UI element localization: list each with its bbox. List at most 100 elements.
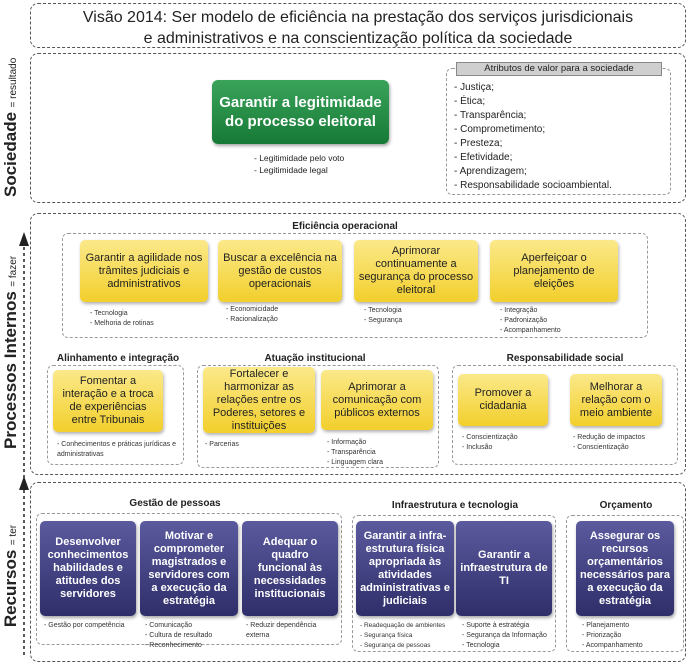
- arrow-processos-head: [19, 232, 29, 246]
- objective-meio-ambiente-text: Melhorar a relação com o meio ambiente: [579, 380, 653, 419]
- bullet: Transparência: [327, 448, 383, 458]
- atuacao-group: [197, 365, 439, 468]
- bullet: Inclusão: [462, 443, 518, 453]
- objective-planejamento-text: Aperfeiçoar o planejamento de eleições: [513, 251, 595, 290]
- bullet: Melhoria de rotinas: [90, 319, 154, 329]
- objective-seguranca-bullets: Tecnologia Segurança: [364, 306, 402, 326]
- orcamento-group: [566, 515, 684, 652]
- bullet: Acompanhamento: [500, 326, 561, 336]
- recursos-section: [30, 482, 686, 662]
- bullet: Padronização: [500, 316, 561, 326]
- bullet: Segurança: [364, 316, 402, 326]
- bullet: Comunicação: [145, 621, 212, 631]
- attribute-item: Ética;: [454, 95, 612, 109]
- attribute-item: Presteza;: [454, 137, 612, 151]
- bullet: Conhecimentos e práticas jurídicas e adm…: [57, 440, 182, 460]
- bullet: Parcerias: [205, 440, 239, 450]
- objective-desenvolver: Desenvolver conhecimentos habilidades e …: [40, 521, 136, 616]
- objective-interacao-bullets: Conhecimentos e práticas jurídicas e adm…: [57, 440, 182, 460]
- vision-line-1: Visão 2014: Ser modelo de eficiência na …: [82, 9, 634, 26]
- bullet: Reduzir dependência externa: [246, 621, 338, 641]
- attributes-title: Atributos de valor para a sociedade: [456, 62, 662, 76]
- objective-cidadania-text: Promover a cidadania: [474, 387, 532, 412]
- objective-comunicacao-text: Aprimorar a comunicação com públicos ext…: [332, 380, 422, 419]
- objective-cidadania: Promover a cidadania: [458, 374, 548, 426]
- objective-legitimidade-bullets: Legitimidade pelo voto Legitimidade lega…: [254, 152, 344, 176]
- bullet: Integração: [500, 306, 561, 316]
- bullet: Legitimidade legal: [254, 164, 344, 176]
- objective-adequar: Adequar o quadro funcional às necessidad…: [242, 521, 338, 616]
- objective-infra-ti-bullets: Suporte à estratégia Segurança da Inform…: [462, 621, 547, 651]
- bullet: Segurança de pessoas: [360, 641, 445, 651]
- objective-comunicacao-bullets: Informação Transparência Linguagem clara: [327, 438, 383, 468]
- objective-interacao-text: Fomentar a interação e a troca de experi…: [62, 375, 154, 426]
- attribute-item: Comprometimento;: [454, 123, 612, 137]
- objective-fortalecer: Fortalecer e harmonizar as relações entr…: [203, 367, 315, 433]
- objective-cidadania-bullets: Conscientização Inclusão: [462, 433, 518, 453]
- vision-line-2: e administrativos e na conscientização p…: [143, 30, 573, 47]
- objective-meio-ambiente: Melhorar a relação com o meio ambiente: [570, 374, 662, 426]
- sociedade-section: [30, 53, 686, 203]
- objective-orcamento: Assegurar os recursos orçamentários nece…: [576, 521, 674, 616]
- objective-infra-fisica-text: Garantir a infra-estrutura física apropr…: [360, 529, 450, 607]
- objective-adequar-text: Adequar o quadro funcional às necessidad…: [253, 536, 327, 600]
- objective-meio-ambiente-bullets: Redução de impactos Conscientização: [573, 433, 645, 453]
- objective-seguranca: Aprimorar continuamente a segurança do p…: [354, 240, 478, 302]
- eficiencia-group: [62, 233, 648, 338]
- infra-title: Infraestrutura e tecnologia: [391, 500, 519, 511]
- objective-motivar: Motivar e comprometer magistrados e serv…: [140, 521, 238, 616]
- objective-agilidade: Garantir a agilidade nos trâmites judici…: [80, 240, 208, 302]
- objective-legitimidade-text: Garantir a legitimidade do processo elei…: [219, 94, 382, 130]
- objective-planejamento-bullets: Integração Padronização Acompanhamento: [500, 306, 561, 336]
- bullet: Acompanhamento: [582, 641, 643, 651]
- objective-motivar-text: Motivar e comprometer magistrados e serv…: [148, 529, 230, 607]
- left-arrows: [19, 232, 29, 655]
- objective-orcamento-text: Assegurar os recursos orçamentários nece…: [580, 529, 670, 607]
- orcamento-title: Orçamento: [599, 500, 653, 511]
- attribute-item: Efetividade;: [454, 151, 612, 165]
- objective-adequar-bullets: Reduzir dependência externa: [246, 621, 338, 641]
- infra-group: [352, 515, 556, 652]
- bullet: Tecnologia: [462, 641, 547, 651]
- bullet: Planejamento: [582, 621, 643, 631]
- attribute-item: Justiça;: [454, 81, 612, 95]
- objective-legitimidade: Garantir a legitimidade do processo elei…: [212, 80, 389, 144]
- objective-seguranca-text: Aprimorar continuamente a segurança do p…: [358, 245, 474, 296]
- objective-custos: Buscar a excelência na gestão de custos …: [218, 240, 342, 302]
- bullet: Segurança da Informação: [462, 631, 547, 641]
- alinhamento-title: Alinhamento e integração: [56, 353, 180, 364]
- bullet: Legitimidade pelo voto: [254, 152, 344, 164]
- objective-custos-text: Buscar a excelência na gestão de custos …: [223, 251, 337, 290]
- objective-agilidade-bullets: Tecnologia Melhoria de rotinas: [90, 309, 154, 329]
- bullet: Redução de impactos: [573, 433, 645, 443]
- alinhamento-group: [47, 365, 184, 465]
- objective-desenvolver-text: Desenvolver conhecimentos habilidades e …: [47, 536, 129, 600]
- bullet: Economicidade: [226, 305, 278, 315]
- bullet: Segurança física: [360, 631, 445, 641]
- attributes-list: Justiça; Ética; Transparência; Compromet…: [454, 81, 612, 193]
- objective-infra-ti: Garantir a infraestrutura de TI: [456, 521, 552, 616]
- attribute-item: Transparência;: [454, 109, 612, 123]
- objective-fortalecer-bullets: Parcerias: [205, 440, 239, 450]
- vision-box: Visão 2014: Ser modelo de eficiência na …: [30, 3, 686, 48]
- objective-comunicacao: Aprimorar a comunicação com públicos ext…: [321, 370, 433, 430]
- bullet: Readequação de ambientes: [360, 621, 445, 631]
- processos-section: [30, 213, 686, 475]
- bullet: Reconhecimento: [145, 641, 212, 651]
- attribute-item: Responsabilidade socioambiental.: [454, 179, 612, 193]
- objective-infra-ti-text: Garantir a infraestrutura de TI: [460, 549, 548, 587]
- bullet: Suporte à estratégia: [462, 621, 547, 631]
- bullet: Tecnologia: [90, 309, 154, 319]
- eficiencia-title: Eficiência operacional: [292, 221, 398, 232]
- bullet: Conscientização: [573, 443, 645, 453]
- objective-infra-fisica: Garantir a infra-estrutura física apropr…: [356, 521, 454, 616]
- pessoas-title: Gestão de pessoas: [129, 498, 221, 509]
- atuacao-title: Atuação institucional: [264, 353, 366, 364]
- bullet: Gestão por competência: [44, 621, 124, 631]
- objective-interacao: Fomentar a interação e a troca de experi…: [53, 370, 163, 432]
- objective-motivar-bullets: Comunicação Cultura de resultado Reconhe…: [145, 621, 212, 651]
- objective-agilidade-text: Garantir a agilidade nos trâmites judici…: [85, 251, 203, 290]
- bullet: Conscientização: [462, 433, 517, 443]
- objective-custos-bullets: Economicidade Racionalização: [226, 305, 278, 325]
- responsabilidade-group: [452, 365, 678, 465]
